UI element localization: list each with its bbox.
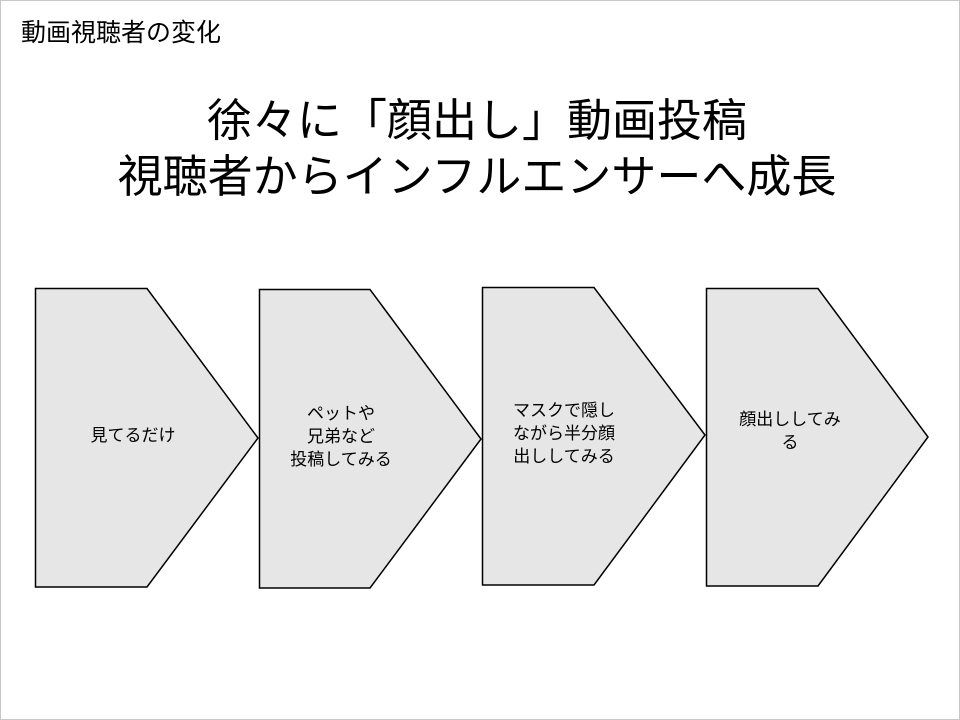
step-1-line-1: 見てるだけ [90,425,176,446]
step-3-line-3: 出ししてみる [513,446,615,467]
step-3-shape [481,286,706,586]
step-4-text: 顔出ししてみ る [706,380,874,490]
step-2-arrow [258,288,482,589]
step-2-text: ペットや 兄弟など 投稿してみる [259,387,423,487]
step-2-line-1: ペットや [307,403,375,424]
step-3-text: マスクで隠し ながら半分顔 出ししてみる [482,384,646,484]
step-4-arrow [705,287,929,587]
step-2-shape [258,288,482,589]
step-3-chevron: マスクで隠し ながら半分顔 出ししてみる [481,286,706,587]
step-2-line-3: 投稿してみる [290,449,392,470]
step-3-arrow [481,286,706,586]
step-4-shape [705,287,929,587]
step-1-arrow [34,287,259,588]
step-4-line-2: る [781,433,799,453]
step-2-chevron: ペットや 兄弟など 投稿してみる [258,288,483,589]
step-4-chevron: 顔出ししてみ る [705,287,930,588]
title-line-1: 徐々に「顔出し」動画投稿 [206,94,747,147]
title-line-2: 視聴者からインフルエンサーへ成長 [117,150,837,203]
step-3-line-1: マスクで隠し [513,400,615,421]
step-1-chevron: 見てるだけ [34,287,259,588]
step-2-line-2: 兄弟など [307,426,375,447]
main-title: 徐々に「顔出し」動画投稿 視聴者からインフルエンサーへ成長 [1,93,953,205]
step-4-line-1: 顔出ししてみ [739,410,841,430]
step-1-shape [34,287,259,588]
section-label: 動画視聴者の変化 [21,18,222,47]
step-3-line-2: ながら半分顔 [513,423,615,444]
step-1-text: 見てるだけ [35,386,231,486]
